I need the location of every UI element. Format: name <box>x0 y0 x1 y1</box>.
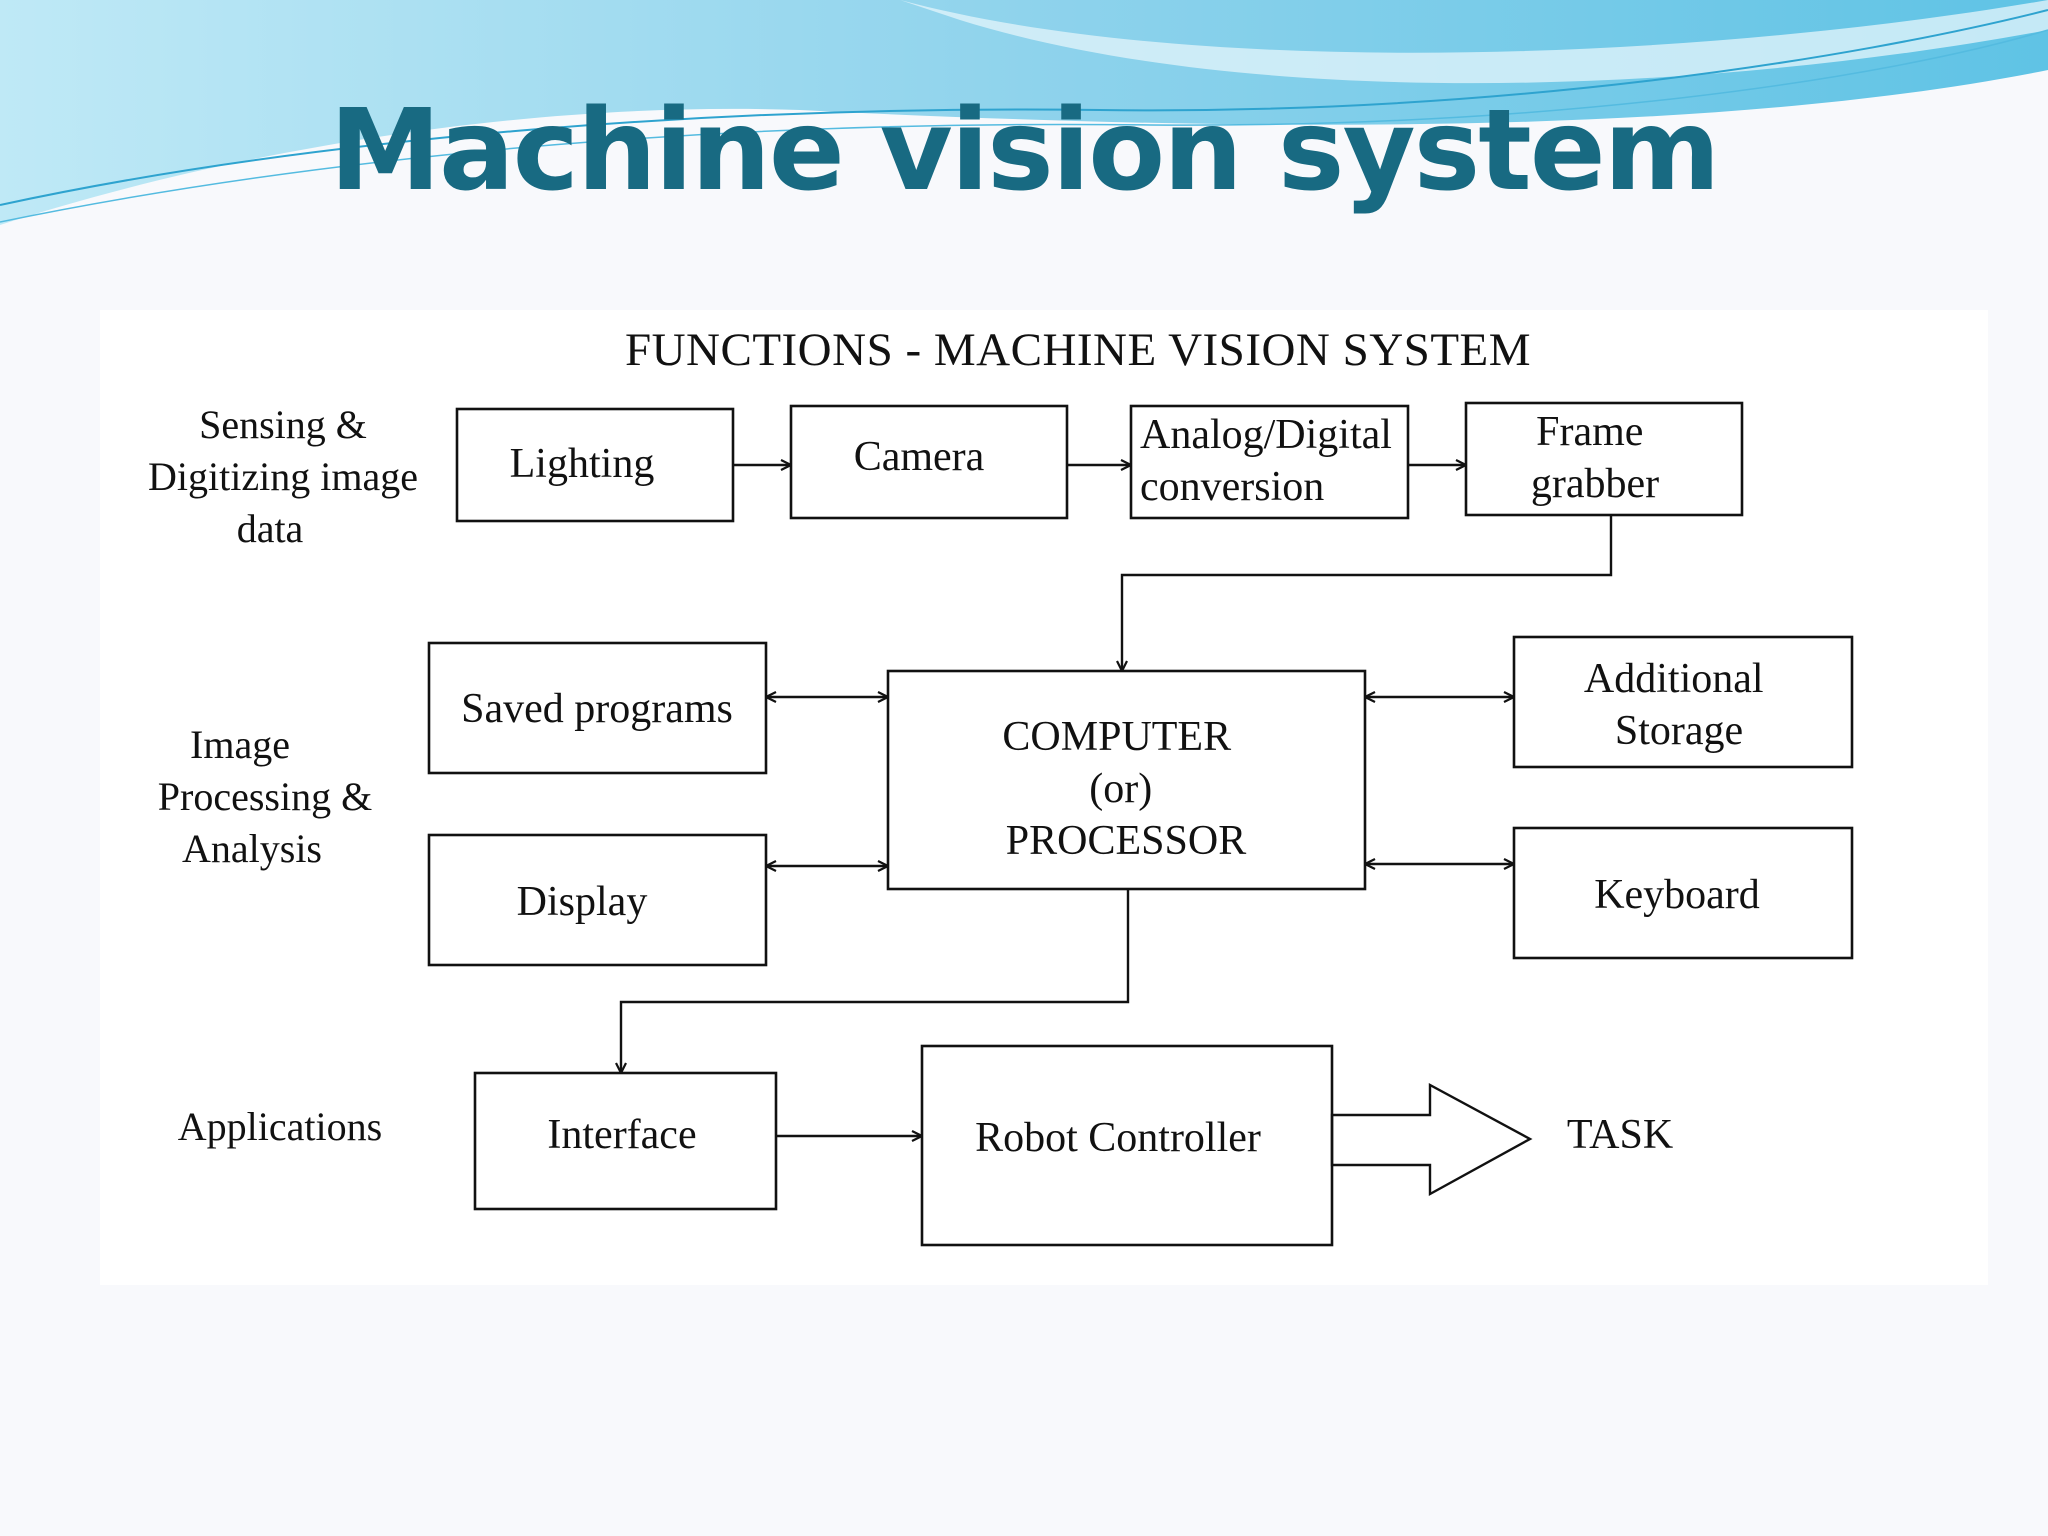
svg-text:Analog/Digital conversio: Analog/Digital conversion <box>1140 412 1402 510</box>
keyboard-box: Keyboard <box>1512 826 1854 960</box>
saved-programs-box: Saved programs <box>427 641 768 775</box>
wave-shape-light <box>900 0 2048 84</box>
svg-text:Camera: Camera <box>854 434 985 480</box>
svg-text:Keyboard: Keyboard <box>1594 872 1760 918</box>
svg-text:Display: Display <box>517 879 648 925</box>
arrow-computer-to-interface <box>621 889 1130 1073</box>
svg-text:Robot Controller: Robot Controller <box>975 1115 1261 1161</box>
task-output-arrow <box>1330 1082 1533 1197</box>
camera-box: Camera <box>789 404 1069 520</box>
svg-text:Additional Storage: Additional Storage <box>1584 656 1774 754</box>
task-label: TASK <box>1567 1112 1673 1158</box>
lighting-box: Lighting <box>455 407 735 523</box>
row-label-applications: Applications <box>178 1104 382 1149</box>
frame-grabber-box: Frame grabber <box>1464 401 1744 517</box>
svg-text:COMPUTER (or) PROC: COMPUTER (or) PROCESSOR <box>1002 714 1246 864</box>
interface-box: Interface <box>473 1071 778 1211</box>
wave-line-lower <box>0 29 2048 223</box>
arrow-frame-grabber-to-computer <box>1122 515 1613 671</box>
analog-digital-box: Analog/Digital conversion <box>1129 404 1410 520</box>
computer-processor-box: COMPUTER (or) PROCESSOR <box>886 669 1367 891</box>
header-wave-banner <box>0 0 2048 225</box>
row-label-sensing: Sensing & Digitizing image data <box>148 402 428 551</box>
svg-text:Saved programs: Saved programs <box>461 686 733 732</box>
row-label-processing: Image Processing & Analysis <box>158 722 382 871</box>
diagram-heading: FUNCTIONS - MACHINE VISION SYSTEM <box>625 324 1531 376</box>
svg-text:Frame grabber: Frame grabber <box>1531 409 1659 507</box>
svg-text:Lighting: Lighting <box>510 441 655 487</box>
wave-line-upper <box>0 9 2048 206</box>
slide-title: Machine vision system <box>329 86 1721 216</box>
svg-text:Interface: Interface <box>547 1112 696 1158</box>
additional-storage-box: Additional Storage <box>1512 635 1854 769</box>
robot-controller-box: Robot Controller <box>920 1044 1334 1247</box>
display-box: Display <box>427 833 768 967</box>
